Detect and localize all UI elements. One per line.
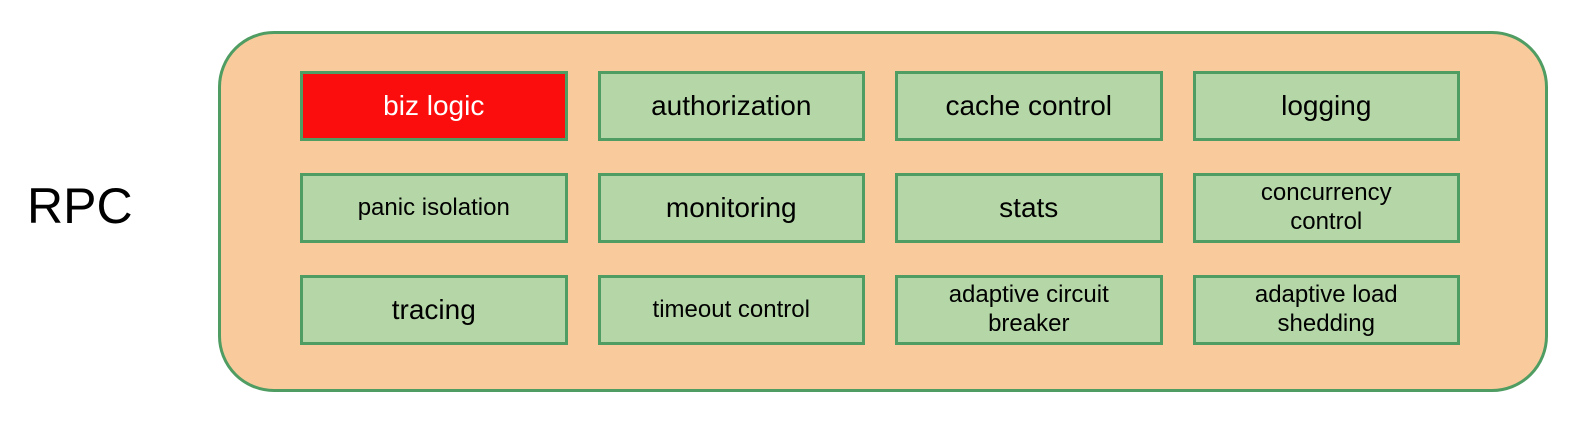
feature-box-label: monitoring	[665, 192, 797, 224]
feature-box-adaptive-circuit-breaker: adaptive circuit breaker	[895, 275, 1163, 345]
feature-box-biz-logic: biz logic	[300, 71, 568, 141]
feature-box-monitoring: monitoring	[597, 173, 865, 243]
rpc-container: biz logic authorization cache control lo…	[218, 31, 1548, 392]
rpc-side-label: RPC	[27, 178, 133, 234]
feature-box-label: tracing	[391, 294, 476, 326]
feature-box-logging: logging	[1192, 71, 1460, 141]
feature-box-label: panic isolation	[357, 193, 510, 221]
feature-box-concurrency-control: concurrency control	[1192, 173, 1460, 243]
feature-box-label: adaptive circuit breaker	[948, 281, 1109, 337]
feature-box-cache-control: cache control	[895, 71, 1163, 141]
feature-box-label: authorization	[651, 90, 812, 122]
feature-box-panic-isolation: panic isolation	[300, 173, 568, 243]
feature-box-label: stats	[999, 192, 1059, 224]
feature-box-label: logging	[1281, 90, 1372, 122]
feature-box-label: cache control	[945, 90, 1113, 122]
feature-box-label: biz logic	[383, 90, 485, 122]
feature-box-tracing: tracing	[300, 275, 568, 345]
feature-grid: biz logic authorization cache control lo…	[300, 71, 1460, 346]
feature-box-label: adaptive load shedding	[1254, 281, 1398, 337]
feature-box-timeout-control: timeout control	[597, 275, 865, 345]
feature-box-stats: stats	[895, 173, 1163, 243]
feature-box-label: concurrency control	[1260, 179, 1392, 235]
feature-box-adaptive-load-shedding: adaptive load shedding	[1192, 275, 1460, 345]
feature-box-label: timeout control	[652, 295, 810, 323]
feature-box-authorization: authorization	[597, 71, 865, 141]
